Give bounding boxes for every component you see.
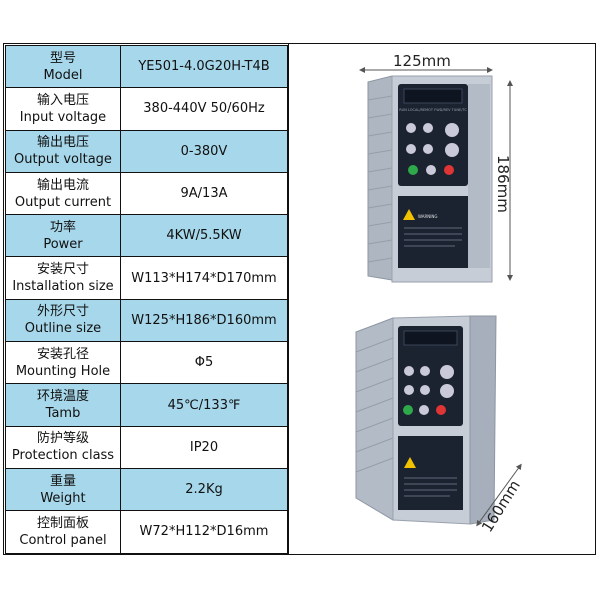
spec-value: Φ5	[119, 341, 289, 385]
spec-label-zh: 外形尺寸	[36, 304, 89, 320]
inverter-front-view: RUN LOCAL/REMOT FWD/REV TUNE/TC WARNING	[367, 75, 493, 283]
spec-value: 9A/13A	[119, 171, 289, 216]
inverter-perspective-view	[355, 315, 497, 525]
spec-label-en: Mounting Hole	[15, 363, 111, 379]
spec-label-zh: 环境温度	[36, 389, 89, 405]
spec-label-en: Input voltage	[19, 109, 107, 125]
spec-label-en: Power	[43, 236, 83, 252]
spec-label-en: Protection class	[11, 448, 115, 464]
spec-label-en: Weight	[40, 490, 86, 506]
spec-value: W125*H186*D160mm	[119, 298, 289, 343]
depth-dimension-line	[476, 463, 522, 527]
spec-value: 380-440V 50/60Hz	[119, 87, 289, 131]
spec-value: 0-380V	[119, 129, 289, 173]
spec-label-zh: 型号	[49, 50, 76, 66]
height-dimension-label: 186mm	[494, 155, 512, 213]
spec-label-en: Installation size	[12, 279, 114, 295]
spec-label-en: Control panel	[19, 532, 107, 548]
spec-label-zh: 安装孔径	[36, 346, 89, 362]
spec-label-zh: 重量	[49, 473, 76, 489]
spec-label-en: Output voltage	[14, 152, 112, 168]
spec-label-en: Tamb	[45, 406, 81, 422]
spec-label-zh: 输出电流	[36, 177, 89, 193]
spec-label-en: Model	[43, 67, 83, 83]
spec-label-zh: 输出电压	[36, 135, 89, 151]
spec-value: YE501-4.0G20H-T4B	[119, 44, 289, 89]
spec-label-en: Output current	[14, 194, 112, 210]
spec-value: 4KW/5.5KW	[119, 214, 289, 258]
spec-value: 45℃/133℉	[119, 383, 289, 427]
spec-label-zh: 安装尺寸	[36, 262, 89, 278]
svg-text:RUN LOCAL/REMOT FWD/REV TUNE/T: RUN LOCAL/REMOT FWD/REV TUNE/TC	[399, 108, 467, 112]
column-divider	[288, 43, 289, 555]
spec-value: W113*H174*D170mm	[119, 256, 289, 300]
width-dimension-label: 125mm	[393, 52, 451, 70]
spec-label-en: Outline size	[24, 321, 102, 337]
spec-value: 2.2Kg	[119, 467, 289, 512]
spec-value: IP20	[119, 425, 289, 469]
spec-label-zh: 控制面板	[36, 515, 89, 531]
spec-value: W72*H112*D16mm	[119, 510, 289, 554]
outer-frame	[3, 43, 596, 555]
device-warning-label: WARNING	[418, 214, 438, 219]
spec-label-zh: 功率	[49, 219, 76, 235]
spec-label-zh: 输入电压	[36, 92, 89, 108]
spec-label-zh: 防护等级	[36, 431, 89, 447]
